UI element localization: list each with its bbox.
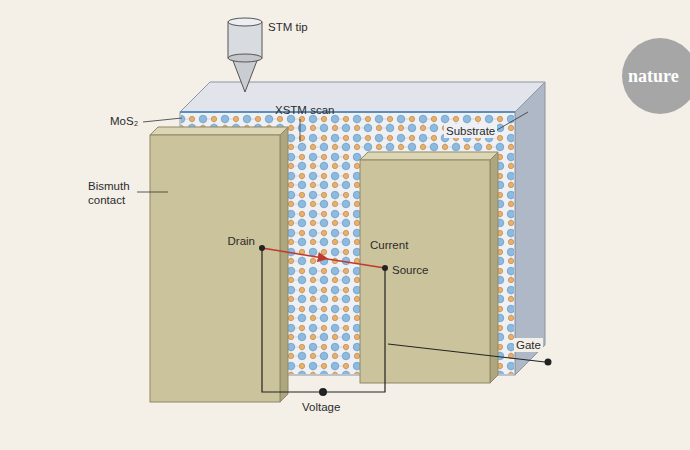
- contact-front: [360, 160, 490, 383]
- substrate-side: [515, 82, 545, 375]
- drain-terminal: [259, 245, 265, 251]
- part-label: MoS₂: [110, 114, 138, 128]
- contact-top: [150, 127, 288, 135]
- contact-top: [360, 152, 498, 160]
- mos2-edge: [180, 111, 515, 113]
- part-label: STM tip: [268, 20, 308, 34]
- source-terminal: [382, 265, 388, 271]
- stm-tip: [228, 18, 262, 92]
- contact-side: [280, 127, 288, 402]
- voltage-source-dot: [319, 388, 327, 396]
- part-label: Bismuth contact: [88, 179, 136, 207]
- voltage-wire: [262, 248, 385, 392]
- terminal-label: Gate: [514, 338, 543, 352]
- logo-text: nature: [628, 66, 679, 87]
- tip-top: [228, 18, 262, 26]
- substrate-top: [180, 82, 545, 112]
- leader-line: [137, 192, 168, 193]
- gate-terminal: [545, 359, 552, 366]
- tip-body: [228, 22, 262, 58]
- part-label: Substrate: [444, 124, 497, 138]
- tip-cone: [232, 58, 258, 92]
- leader-line: [497, 112, 528, 130]
- part-label: XSTM scan: [275, 103, 334, 117]
- current-arrow: [262, 248, 323, 258]
- terminal-label: Drain: [226, 234, 257, 248]
- terminal-label: Source: [392, 263, 428, 277]
- contact-front: [150, 135, 280, 402]
- leader-line: [300, 119, 301, 142]
- signal-label: Voltage: [302, 400, 340, 414]
- logo-circle: nature: [622, 38, 690, 114]
- contact-side: [490, 152, 498, 383]
- current-line: [321, 258, 385, 268]
- bismuth-contact-left: [150, 127, 288, 402]
- leader-line: [143, 118, 182, 122]
- tip-bottom: [228, 54, 262, 62]
- signal-label: Current: [370, 238, 408, 252]
